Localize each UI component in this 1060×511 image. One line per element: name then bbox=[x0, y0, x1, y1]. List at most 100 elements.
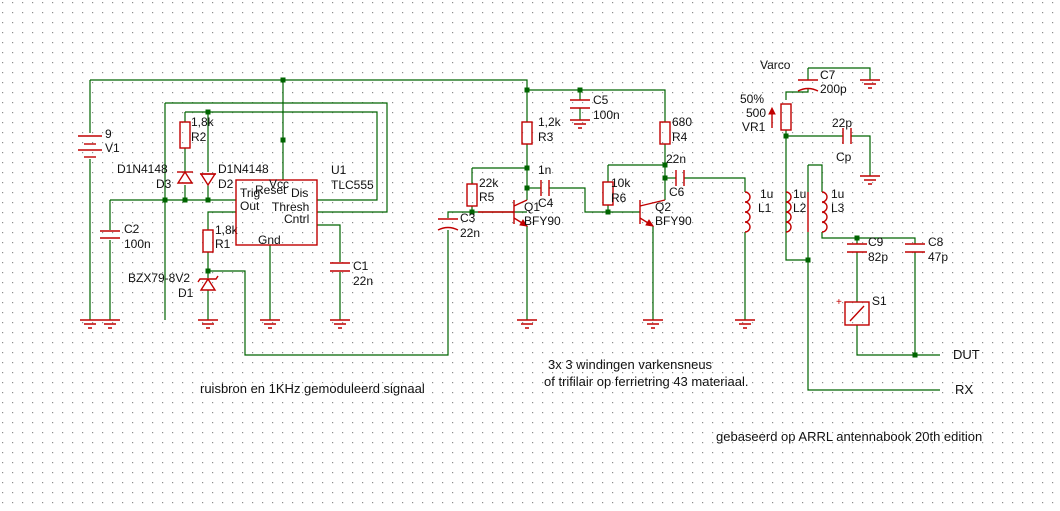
r6-ref: R6 bbox=[611, 191, 627, 205]
resistor-r5: 22k R5 bbox=[466, 176, 499, 207]
r3-ref: R3 bbox=[538, 130, 554, 144]
transistor-q1: Q1 BFY90 bbox=[478, 199, 561, 228]
l3-value: 1u bbox=[831, 187, 844, 201]
ground-symbol bbox=[860, 79, 880, 89]
c8-value: 47p bbox=[928, 250, 948, 264]
pin-thresh-label: Thresh bbox=[272, 200, 309, 214]
c4-ref: C4 bbox=[538, 196, 554, 210]
ground-symbol bbox=[198, 319, 218, 329]
u1-ref: U1 bbox=[331, 163, 347, 177]
ground-symbols bbox=[80, 79, 880, 329]
resistor-r2: 1,8k R2 bbox=[179, 115, 215, 149]
c3-value: 22n bbox=[460, 226, 480, 240]
ground-symbol bbox=[860, 175, 880, 185]
battery-v1: 9 V1 bbox=[78, 127, 120, 158]
l2-value: 1u bbox=[793, 187, 806, 201]
pin-reset-label: Reset bbox=[255, 183, 287, 197]
pin-trig-label: Trig bbox=[240, 186, 260, 200]
ground-symbol bbox=[260, 319, 280, 329]
junction-dots bbox=[162, 77, 918, 358]
capacitor-c5: C5 100n bbox=[570, 93, 620, 122]
c6-ref: C6 bbox=[669, 185, 685, 199]
potentiometer-vr1: 50% 500 VR1 bbox=[740, 92, 792, 134]
resistor-r6: 10k R6 bbox=[602, 176, 631, 206]
capacitor-cp: 22p Cp bbox=[832, 116, 852, 164]
d1-ref: D1 bbox=[178, 286, 194, 300]
inductor-l2: 1u L2 bbox=[785, 187, 809, 233]
d2-part: D1N4148 bbox=[218, 162, 269, 176]
r1-ref: R1 bbox=[215, 237, 231, 251]
capacitor-c9: C9 82p bbox=[847, 235, 888, 264]
zener-diode-d1: BZX79-8V2 D1 bbox=[128, 271, 219, 300]
vr1-percent: 50% bbox=[740, 92, 764, 106]
capacitor-c6: 22n C6 bbox=[666, 152, 686, 199]
c5-value: 100n bbox=[593, 108, 620, 122]
note-noise-source: ruisbron en 1KHz gemoduleerd signaal bbox=[200, 381, 425, 396]
c6-value: 22n bbox=[666, 152, 686, 166]
ground-symbol bbox=[570, 119, 590, 129]
c8-ref: C8 bbox=[928, 235, 944, 249]
l1-value: 1u bbox=[760, 187, 773, 201]
ground-symbol bbox=[80, 319, 100, 329]
ground-symbol bbox=[100, 319, 120, 329]
diode-d2: D1N4148 D2 bbox=[199, 162, 269, 191]
q2-part: BFY90 bbox=[655, 214, 692, 228]
capacitor-c1: C1 22n bbox=[330, 259, 373, 288]
c7-ref: C7 bbox=[820, 68, 836, 82]
r3-value: 1,2k bbox=[538, 115, 562, 129]
r6-value: 10k bbox=[611, 176, 631, 190]
l2-ref: L2 bbox=[793, 201, 807, 215]
inductor-l1: 1u L1 bbox=[744, 187, 773, 233]
pin-vcc-label: Vcc bbox=[269, 177, 289, 191]
c2-ref: C2 bbox=[124, 222, 140, 236]
note-windings-line2: of trifilair op ferrietring 43 materiaal… bbox=[544, 374, 748, 389]
l1-ref: L1 bbox=[758, 201, 772, 215]
note-windings-line1: 3x 3 windingen varkensneus bbox=[548, 357, 713, 372]
capacitor-c3: C3 22n bbox=[437, 211, 480, 240]
d2-ref: D2 bbox=[218, 177, 234, 191]
ground-symbol bbox=[735, 319, 755, 329]
pin-dis-label: Dis bbox=[291, 186, 308, 200]
rx-terminal-label: RX bbox=[955, 382, 973, 397]
capacitor-c2: C2 100n bbox=[100, 222, 151, 251]
u1-part: TLC555 bbox=[331, 178, 374, 192]
capacitor-c7-varco: Varco C7 200p bbox=[760, 58, 847, 96]
c3-ref: C3 bbox=[460, 211, 476, 225]
resistor-r3: 1,2k R3 bbox=[521, 115, 562, 145]
dut-terminal-label: DUT bbox=[953, 347, 980, 362]
vr1-value: 500 bbox=[746, 106, 766, 120]
capacitor-c8: C8 47p bbox=[905, 235, 948, 264]
c5-ref: C5 bbox=[593, 93, 609, 107]
ic-u1-tlc555: Trig Reset Vcc Dis Out Thresh Cntrl Gnd … bbox=[235, 163, 374, 247]
d3-part: D1N4148 bbox=[117, 162, 168, 176]
note-based-on: gebaseerd op ARRL antennabook 20th editi… bbox=[716, 429, 982, 444]
resistor-r1: 1,8k R1 bbox=[202, 223, 239, 253]
c9-value: 82p bbox=[868, 250, 888, 264]
cp-value: 22p bbox=[832, 116, 852, 130]
ground-symbol bbox=[517, 319, 537, 329]
c2-value: 100n bbox=[124, 237, 151, 251]
r5-value: 22k bbox=[479, 176, 499, 190]
ground-symbol bbox=[643, 319, 663, 329]
c1-value: 22n bbox=[353, 274, 373, 288]
c7-value: 200p bbox=[820, 82, 847, 96]
c4-value: 1n bbox=[538, 163, 551, 177]
ground-symbol bbox=[330, 319, 350, 329]
d3-ref: D3 bbox=[156, 177, 172, 191]
l3-ref: L3 bbox=[831, 201, 845, 215]
d1-part: BZX79-8V2 bbox=[128, 271, 190, 285]
transistor-q2: Q2 BFY90 bbox=[639, 199, 692, 228]
inductor-l3: 1u L3 bbox=[821, 187, 845, 233]
s1-plus-mark: + bbox=[836, 297, 842, 308]
r2-value: 1,8k bbox=[191, 115, 215, 129]
s1-ref: S1 bbox=[872, 294, 887, 308]
r4-value: 680 bbox=[672, 115, 692, 129]
v1-value: 9 bbox=[105, 127, 112, 141]
switch-s1: + S1 bbox=[836, 294, 887, 326]
pin-gnd-label: Gnd bbox=[258, 233, 281, 247]
capacitor-c4: 1n C4 bbox=[538, 163, 554, 210]
diode-d3: D1N4148 D3 bbox=[117, 162, 194, 191]
r4-ref: R4 bbox=[672, 130, 688, 144]
